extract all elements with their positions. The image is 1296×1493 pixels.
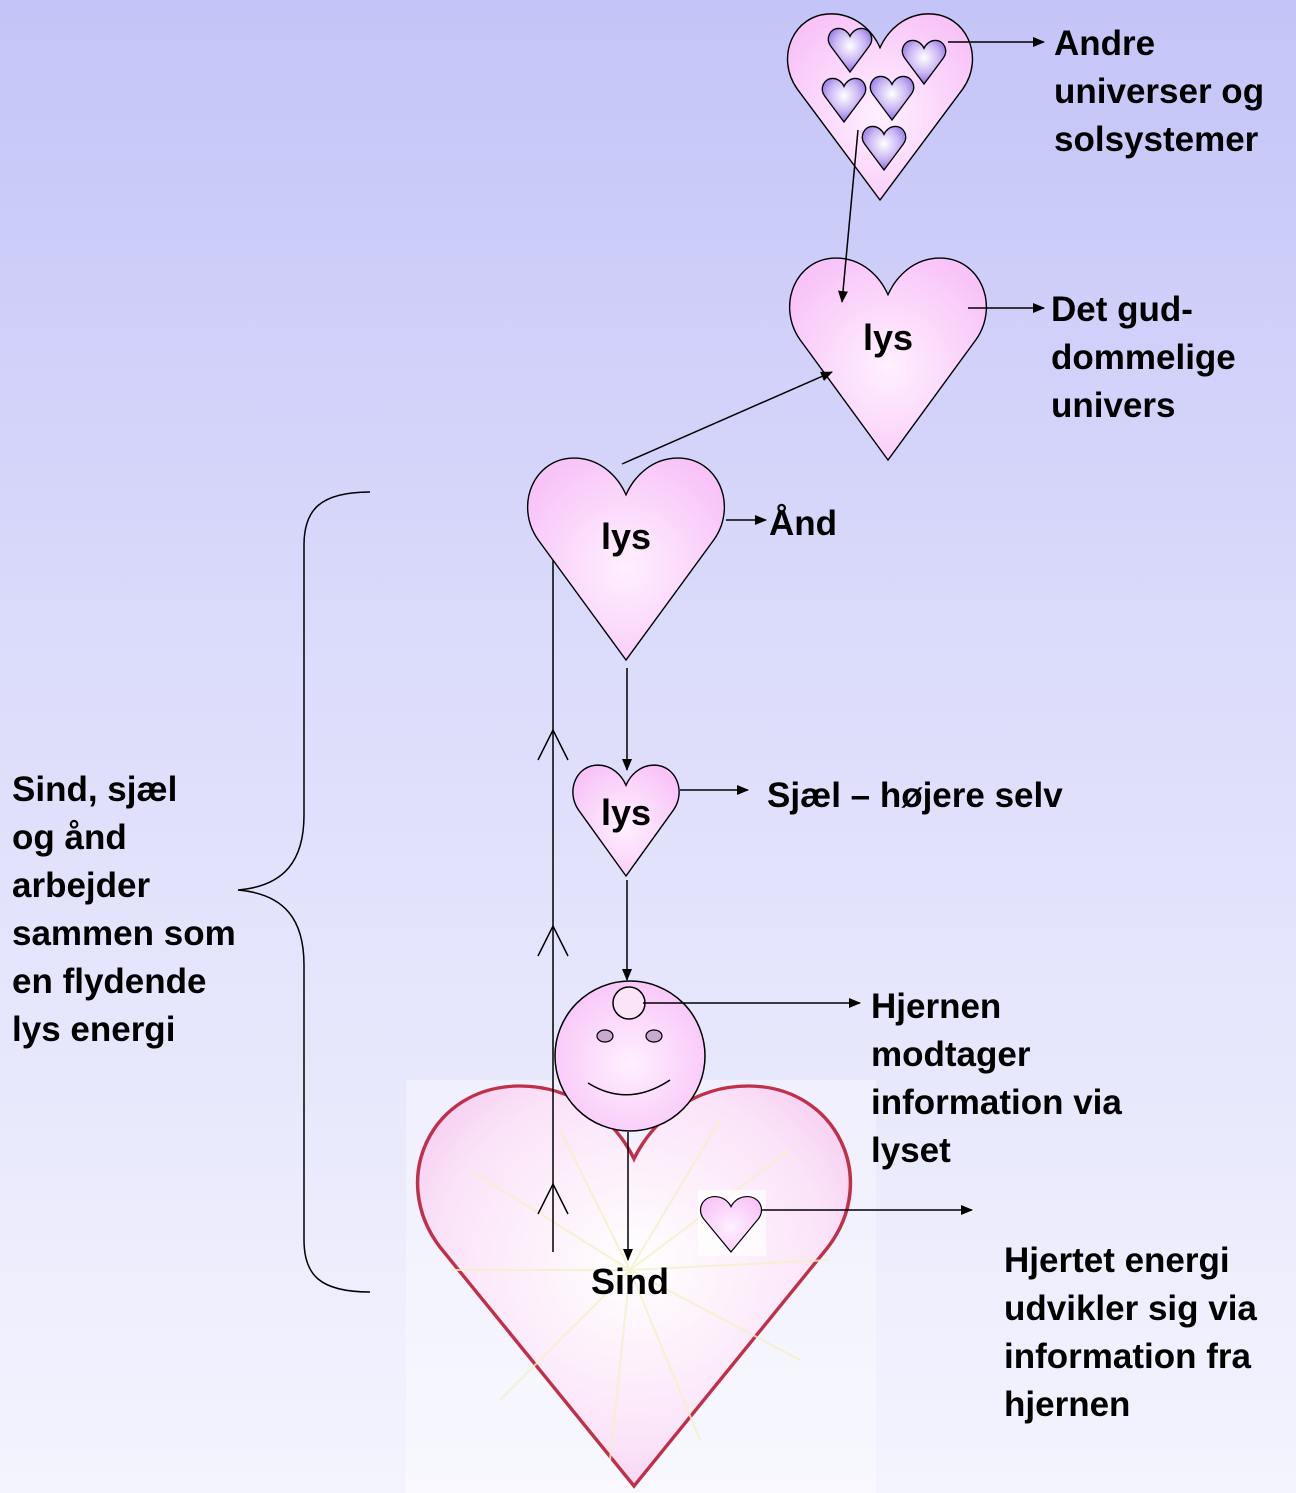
arrow-cluster-to-divine [838,129,859,303]
spirit-heart: lys [526,457,726,661]
heart-cluster-icon [786,13,974,201]
small-heart-icon [698,1190,766,1256]
divine-heart-label: lys [863,317,913,358]
soul-heart: lys [572,764,680,877]
mind-label: Sind [591,1261,669,1302]
curly-brace [237,491,371,1293]
face-icon [554,980,706,1132]
divine-heart: lys [788,257,988,461]
spirit-heart-label: lys [601,516,651,557]
label-heart-energy: Hjertet energi udvikler sig via informat… [1004,1241,1257,1424]
arrow-spirit-to-divine [621,371,833,465]
brain-icon [612,986,646,1020]
mind-heart: Sind [406,1080,876,1493]
label-divine-universe: Det gud- dommelige univers [1051,290,1236,425]
chevron-up-icon [537,1182,569,1215]
soul-heart-label: lys [601,792,651,833]
chevron-up-icon [537,728,569,761]
label-brain: Hjernen modtager information via lyset [871,987,1122,1170]
label-brace-text: Sind, sjæl og ånd arbejder sammen som en… [12,770,236,1049]
label-spirit: Ånd [769,504,838,543]
chevron-up-icon [537,924,569,957]
label-other-universes: Andre universer og solsystemer [1054,24,1265,159]
connectors [237,37,1045,1293]
label-soul: Sjæl – højere selv [767,776,1063,815]
